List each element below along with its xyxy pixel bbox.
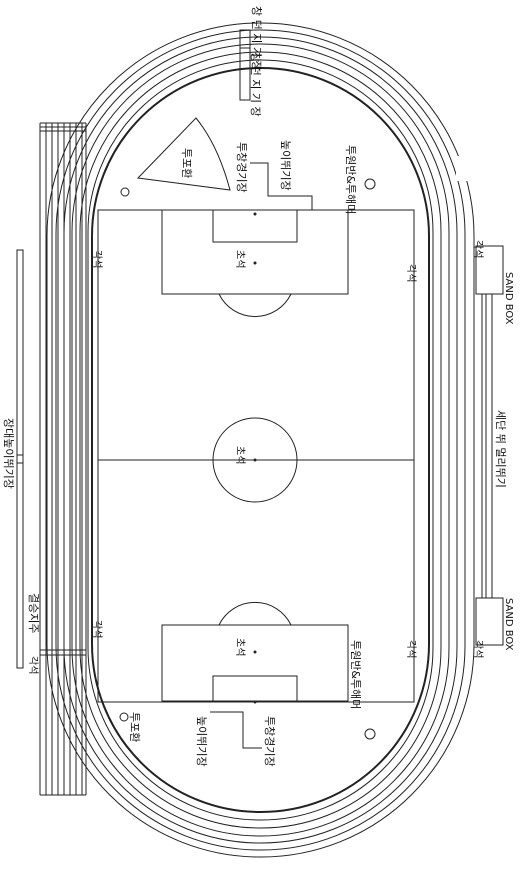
label-javelin-top: 창 던 지 기 장 [250,6,263,71]
label-finish-post: 결승지주 [27,593,40,633]
track-lane [46,22,475,858]
hammer-circle-top [364,178,376,190]
label-corner-top-left: 각석 [91,250,103,268]
track-lane [79,51,442,829]
shot-put-area-top [250,162,313,210]
label-corner-top-right: 각석 [472,240,484,258]
long-jump-runway [481,293,493,599]
high-jump-area-bottom [210,711,262,749]
penalty-area-top [161,209,349,295]
label-sand-box-top: SAND BOX [503,272,514,325]
discus-circle-top [120,187,130,197]
sand-box-top [475,245,504,295]
label-corner-bottom-right-outer: 각석 [472,640,484,658]
label-sand-box-bottom: SAND BOX [503,598,514,651]
label-discus-bottom: 투포환 [128,712,141,742]
label-center-top-box: 초석 [234,250,246,268]
goal-area-bottom [212,675,298,703]
discus-sector-top [136,117,231,191]
javelin-runway-top [239,29,251,101]
label-corner-top-inner-right: 각석 [405,264,417,282]
label-discus-top: 투포환 [180,148,193,178]
label-hammer-bottom: 투원반&투해머 [349,640,363,709]
track-lanes [46,22,475,858]
label-center-bottom-box: 초석 [234,638,246,656]
label-high-jump-bottom: 높이뛰기장 [195,716,208,767]
goal-area-top [212,209,298,243]
straight-lanes-left [39,122,87,796]
white-patch [456,156,494,181]
track-inner-curb [91,67,430,813]
label-corner-bottom-right-inner: 각석 [405,640,417,658]
label-pole-vault: 장대높이뛰기장 [2,418,15,489]
field-boundary [97,209,415,703]
label-corner-bottom-left-outer: 각석 [27,656,39,674]
penalty-arc-bottom [218,602,292,626]
label-javelin-bottom: 투창경기장 [263,716,276,767]
track-lane [55,29,466,851]
hammer-circle-bottom [364,728,376,740]
label-shotput-top: 투창경기장 [235,142,248,193]
penalty-area-bottom [161,624,349,702]
track-lane [63,36,458,844]
discus-circle-bottom [119,712,129,722]
center-circle [212,417,298,503]
track-lane [87,59,434,821]
label-center-circle: 초석 [234,446,246,464]
sand-box-bottom [475,597,504,646]
label-hammer-top: 투원반&투해머 [344,145,358,214]
track-lane [71,43,450,837]
label-corner-bottom-left-inner: 각석 [91,620,103,638]
label-high-jump-top: 높이뛰기장 [279,140,292,191]
label-javelin-top-dup: 창 던 지 기 장 [249,52,262,117]
penalty-arc-top [218,293,292,317]
pole-vault-runway [16,249,24,669]
label-long-jump: 세단 뛰 멀리뛰기 [494,410,507,488]
